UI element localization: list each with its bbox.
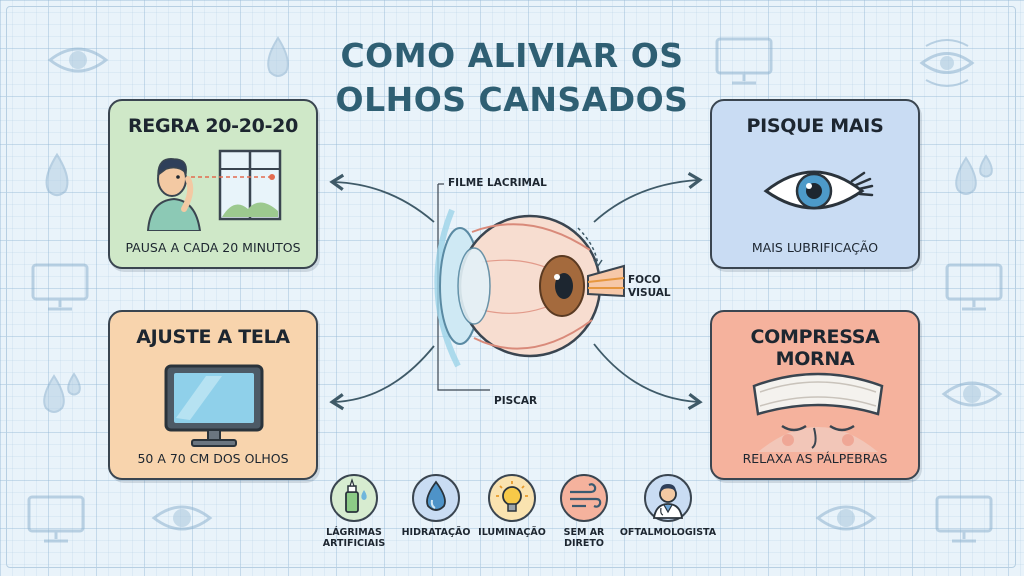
arrow-to-rule-card [329,173,435,223]
card-title: AJUSTE A TELA [136,326,290,348]
background-eye-icon [941,381,1003,407]
background-eye-icon [151,505,213,531]
label-blink: PISCAR [494,395,538,407]
doctor-icon [652,484,684,519]
eye-icon [763,170,874,210]
label-visual-focus: FOCO VISUAL [628,274,671,300]
tip-ophthalmologist: OFTALMOLOGISTA [618,474,718,538]
tip-circle [412,474,460,522]
tip-circle [330,474,378,522]
eye-drops-icon [345,478,367,513]
tip-label: LÁGRIMAS ARTIFICIAIS [318,527,390,549]
warm-compress-icon [752,372,884,452]
tip-label-line-1: SEM AR [563,527,605,538]
card-subtitle: MAIS LUBRIFICAÇÃO [751,240,879,255]
background-monitor-icon [31,263,89,311]
tip-artificial-tears: LÁGRIMAS ARTIFICIAIS [318,474,390,549]
water-drop-icon [426,480,446,511]
tip-label-line-1: LÁGRIMAS [326,527,382,538]
tip-label: SEM AR DIRETO [548,527,620,549]
background-drops-icon [43,372,81,413]
light-bulb-icon [496,481,528,512]
card-rule-20-20-20: REGRA 20-20-20 PAUSA A CADA 20 MINUTOS [108,99,318,269]
outer-frame [6,6,1016,568]
background-drop-icon [45,152,69,197]
background-monitor-icon [715,37,773,85]
tip-hydration: HIDRATAÇÃO [400,474,472,538]
tip-circle [644,474,692,522]
background-drop-icon [267,36,289,77]
tip-no-direct-air: SEM AR DIRETO [548,474,620,549]
label-visual-focus-line-1: FOCO [628,274,661,286]
person-window-icon [146,149,282,231]
arrow-to-blink-card [593,171,703,223]
background-eye-refresh-icon [919,39,975,87]
background-monitor-icon [935,495,993,543]
tip-circle [560,474,608,522]
background-monitor-icon [27,495,85,543]
card-title: REGRA 20-20-20 [127,115,299,137]
card-adjust-screen: AJUSTE A TELA 50 A 70 CM DOS OLHOS [108,310,318,480]
background-drops-icon [955,154,993,195]
tip-label: ILUMINAÇÃO [478,527,546,538]
card-warm-compress: COMPRESSA MORNA RELAXA AS PÁLPEBRAS [710,310,920,480]
tip-label: OFTALMOLOGISTA [619,527,717,538]
arrow-to-compress-card [593,343,703,411]
arrow-to-screen-card [329,345,435,411]
tip-lighting: ILUMINAÇÃO [476,474,548,538]
tip-circle [488,474,536,522]
label-visual-focus-line-2: VISUAL [628,287,671,299]
tip-label-line-2: ARTIFICIAIS [322,538,386,549]
background-monitor-icon [945,263,1003,311]
page-title: COMO ALIVIAR OS OLHOS CANSADOS [312,34,712,122]
eye-anatomy-diagram [434,183,625,391]
background-eye-icon [815,505,877,531]
background-eye-icon [47,47,109,73]
tip-label: HIDRATAÇÃO [401,527,471,538]
title-line-1: COMO ALIVIAR OS [340,36,684,75]
monitor-icon [164,364,264,447]
card-subtitle: RELAXA AS PÁLPEBRAS [742,451,888,466]
card-title: COMPRESSA MORNA [750,326,880,370]
card-subtitle: PAUSA A CADA 20 MINUTOS [125,240,301,255]
card-title: PISQUE MAIS [746,115,884,137]
label-tear-film: FILME LACRIMAL [448,177,547,189]
card-subtitle: 50 A 70 CM DOS OLHOS [137,451,289,466]
wind-icon [570,483,602,508]
tip-label-line-2: DIRETO [564,538,604,549]
title-line-2: OLHOS CANSADOS [335,80,689,119]
card-blink-more: PISQUE MAIS MAIS LUBRIFICAÇÃO [710,99,920,269]
